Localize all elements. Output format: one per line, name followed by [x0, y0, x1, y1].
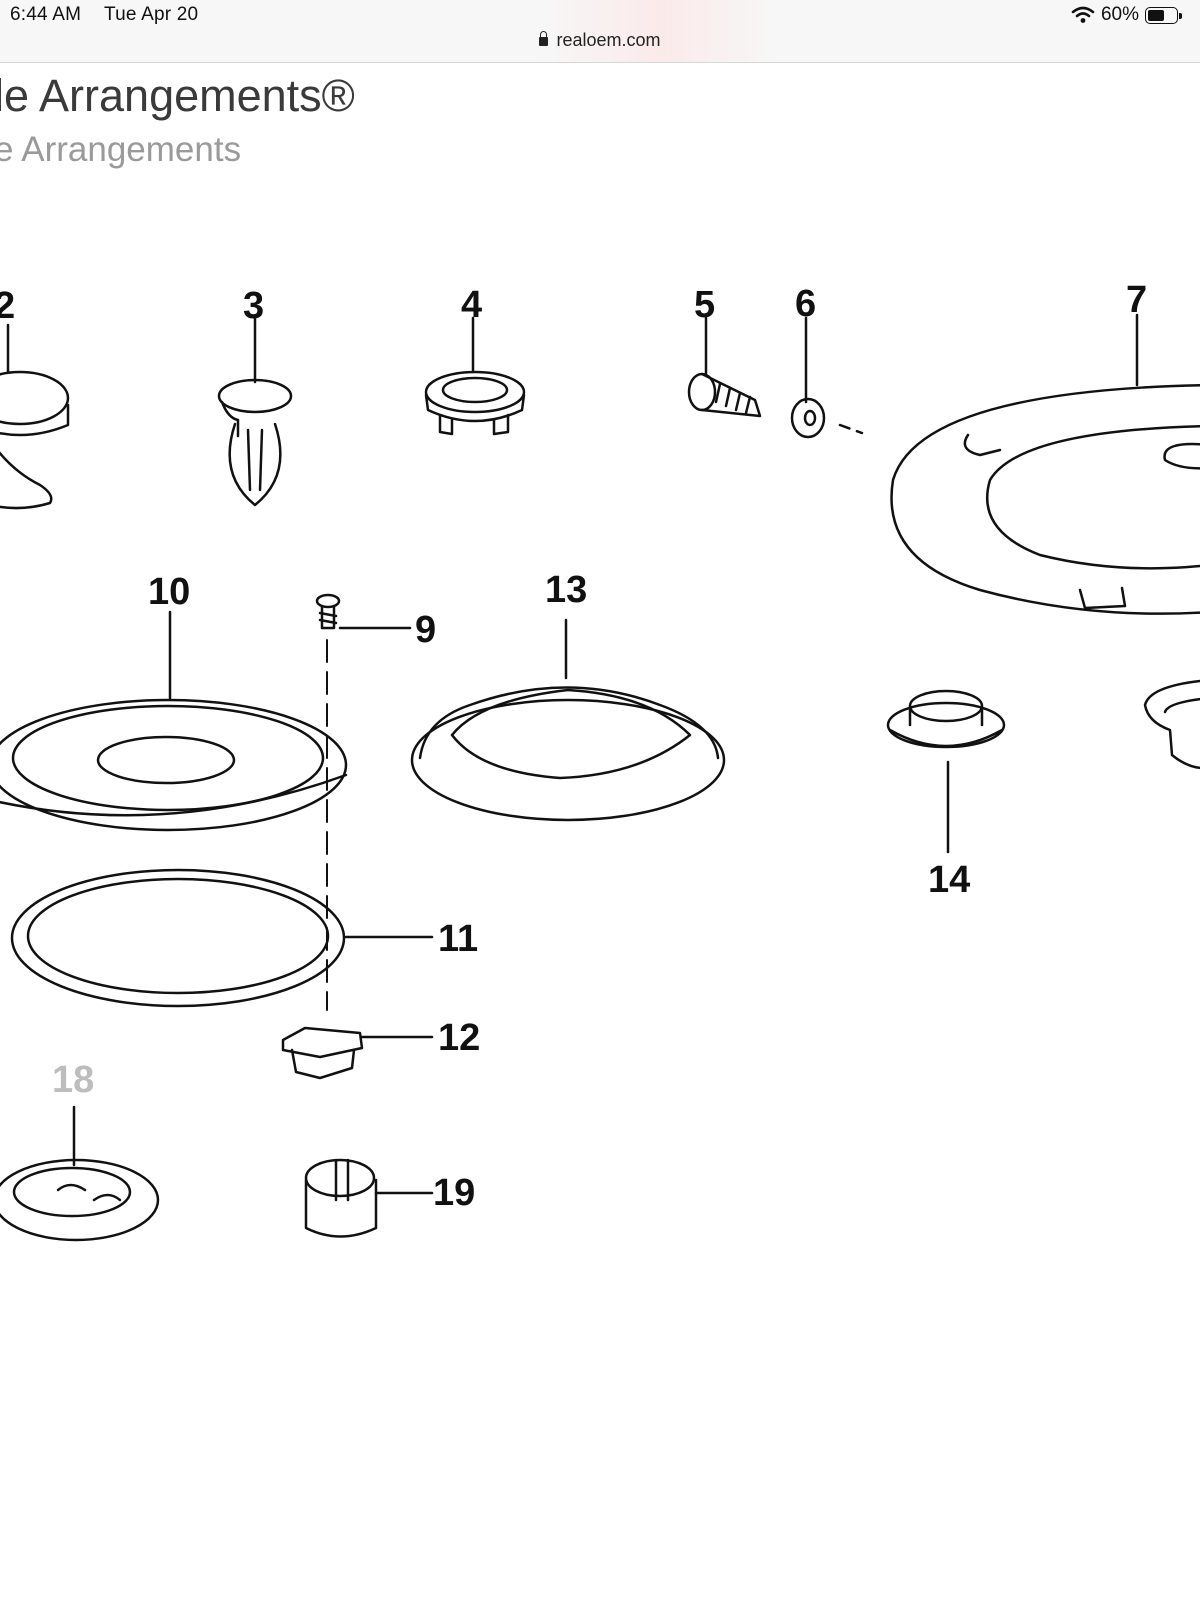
callout-6[interactable]: 6 — [795, 283, 816, 325]
status-bar: 6:44 AM Tue Apr 20 realoem.com 60% — [0, 0, 1200, 63]
part-2[interactable] — [0, 323, 70, 510]
part-4[interactable] — [424, 316, 526, 436]
callout-12[interactable]: 12 — [438, 1017, 480, 1059]
status-indicators: 60% — [1071, 4, 1182, 26]
part-7[interactable] — [890, 313, 1200, 615]
callout-9[interactable]: 9 — [415, 609, 436, 651]
callout-7[interactable]: 7 — [1126, 279, 1147, 321]
page-title: le Arrangements® — [0, 70, 355, 121]
callout-10[interactable]: 10 — [148, 571, 190, 613]
url-text: realoem.com — [556, 30, 661, 50]
callout-2[interactable]: 2 — [0, 285, 15, 327]
part-5[interactable] — [687, 316, 762, 418]
part-12[interactable] — [281, 1026, 434, 1080]
parts-diagram: 2 3 4 5 6 7 9 10 11 12 13 14 18 19 — [0, 279, 1200, 1242]
status-time: 6:44 AM — [10, 4, 82, 25]
part-19[interactable] — [304, 1158, 434, 1238]
callout-13[interactable]: 13 — [545, 569, 587, 611]
callout-5[interactable]: 5 — [694, 284, 715, 326]
part-partial-right[interactable] — [1143, 679, 1200, 770]
battery-fill — [1148, 9, 1164, 21]
callout-11[interactable]: 11 — [438, 918, 478, 960]
wifi-icon — [1071, 6, 1095, 23]
callout-4[interactable]: 4 — [461, 284, 482, 326]
battery-icon — [1145, 6, 1182, 24]
callout-3[interactable]: 3 — [243, 285, 264, 327]
part-3[interactable] — [217, 316, 293, 507]
part-14[interactable] — [886, 689, 1006, 854]
battery-percent: 60% — [1100, 4, 1139, 25]
lock-icon — [539, 31, 549, 46]
part-6[interactable] — [790, 316, 864, 439]
status-date: Tue Apr 20 — [104, 4, 199, 25]
callout-19[interactable]: 19 — [433, 1172, 475, 1214]
address-bar[interactable]: realoem.com — [0, 30, 1200, 51]
page-subtitle: e Arrangements — [0, 130, 242, 169]
part-11[interactable] — [10, 868, 434, 1008]
part-10[interactable] — [0, 610, 348, 832]
part-9[interactable] — [315, 593, 412, 1011]
part-18[interactable] — [0, 1105, 160, 1242]
callout-14[interactable]: 14 — [928, 859, 970, 901]
callout-18[interactable]: 18 — [52, 1059, 94, 1101]
part-13[interactable] — [410, 618, 726, 822]
